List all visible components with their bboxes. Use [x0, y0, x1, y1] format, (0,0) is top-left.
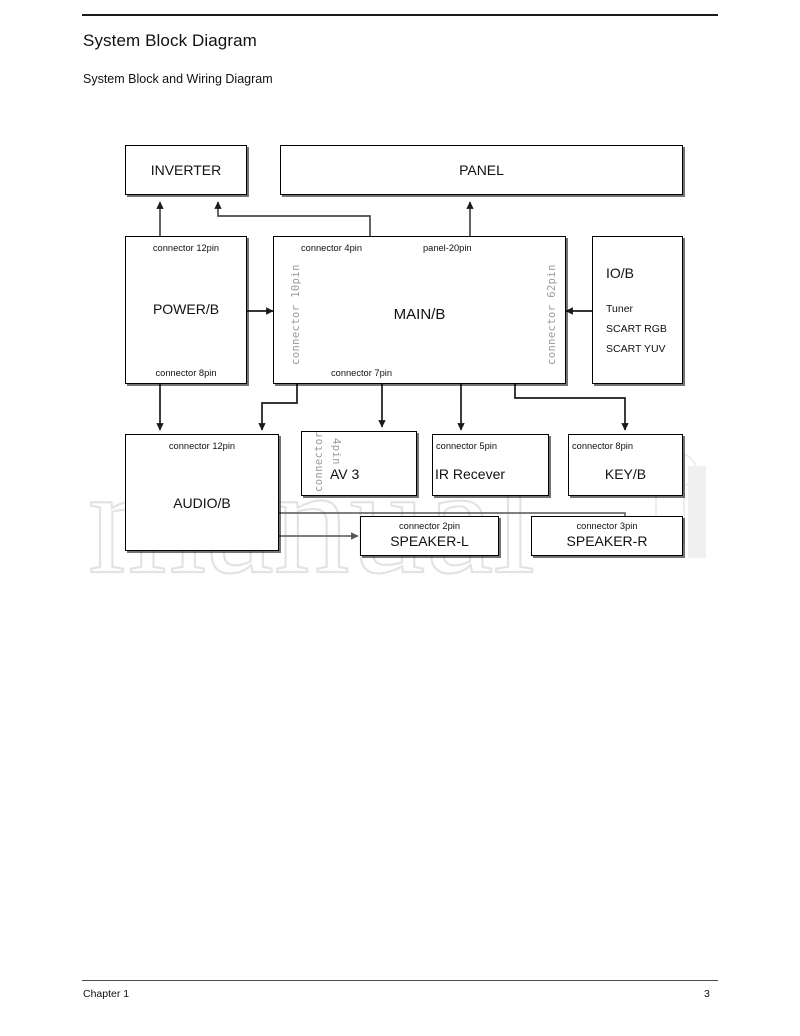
speaker-r-pin-top: connector 3pin — [576, 521, 638, 531]
block-main-b-label: MAIN/B — [393, 306, 446, 323]
footer-chapter: Chapter 1 — [83, 988, 130, 1000]
av3-pin-right-vertical: 4pin — [330, 438, 342, 465]
block-io-b[interactable]: IO/B Tuner SCART RGB SCART YUV — [592, 236, 683, 384]
block-power-b-label: POWER/B — [152, 301, 220, 317]
footer-rule — [82, 980, 718, 981]
main-b-pin-top-left: connector 4pin — [301, 243, 362, 253]
io-b-item-tuner: Tuner — [606, 303, 634, 315]
block-ir-recever-label: IR Recever — [435, 466, 506, 482]
speaker-l-pin-top: connector 2pin — [399, 521, 460, 531]
main-b-pin-top-right: panel-20pin — [423, 243, 472, 253]
page-title: System Block Diagram — [83, 31, 257, 50]
main-b-pin-bottom: connector 7pin — [331, 368, 392, 378]
block-speaker-l[interactable]: connector 2pin SPEAKER-L — [360, 516, 499, 556]
block-io-b-label: IO/B — [606, 265, 635, 281]
io-b-item-list: Tuner SCART RGB SCART YUV — [606, 299, 667, 359]
av3-pin-left-vertical: connector — [313, 431, 325, 493]
io-b-item-scart-rgb: SCART RGB — [606, 323, 667, 335]
key-b-pin-top: connector 8pin — [572, 441, 633, 451]
header-rule — [82, 14, 718, 16]
io-b-item-scart-yuv: SCART YUV — [606, 343, 666, 355]
block-av3[interactable]: connector 4pin AV 3 — [301, 431, 417, 496]
block-speaker-r[interactable]: connector 3pin SPEAKER-R — [531, 516, 683, 556]
block-key-b[interactable]: connector 8pin KEY/B — [568, 434, 683, 496]
system-block-diagram: INVERTER PANEL connector 12pin POWER/B c… — [125, 145, 683, 556]
block-power-b[interactable]: connector 12pin POWER/B connector 8pin — [125, 236, 247, 384]
block-ir-recever[interactable]: connector 5pin IR Recever — [432, 434, 549, 496]
block-main-b[interactable]: connector 4pin panel-20pin connector 10p… — [273, 236, 566, 384]
block-inverter-label: INVERTER — [150, 162, 222, 178]
power-b-pin-bottom: connector 8pin — [155, 368, 217, 378]
block-inverter[interactable]: INVERTER — [125, 145, 247, 195]
block-key-b-label: KEY/B — [604, 466, 647, 482]
block-panel-label: PANEL — [459, 162, 504, 178]
block-speaker-l-label: SPEAKER-L — [390, 533, 469, 549]
diagram-connectors — [156, 201, 629, 540]
block-panel[interactable]: PANEL — [280, 145, 683, 195]
block-audio-b[interactable]: connector 12pin AUDIO/B — [125, 434, 279, 551]
block-av3-label: AV 3 — [330, 466, 360, 482]
ir-recever-pin-top: connector 5pin — [436, 441, 497, 451]
footer-page-number: 3 — [704, 988, 710, 1000]
page-subtitle: System Block and Wiring Diagram — [83, 72, 273, 86]
block-audio-b-label: AUDIO/B — [173, 495, 231, 511]
power-b-pin-top: connector 12pin — [152, 243, 220, 253]
audio-b-pin-top: connector 12pin — [168, 441, 236, 451]
block-speaker-r-label: SPEAKER-R — [566, 533, 648, 549]
